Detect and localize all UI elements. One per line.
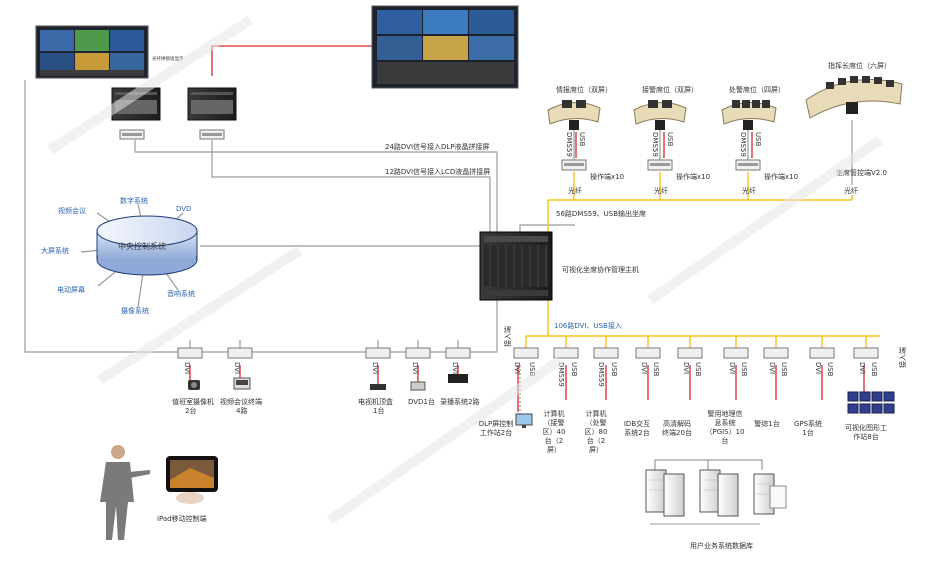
host-label: 可视化坐席协作管理主机 — [562, 265, 639, 274]
right-switches — [513, 347, 879, 359]
graphics-workstation-icons — [847, 391, 895, 414]
svg-text:USB: USB — [652, 362, 660, 377]
lcd-link-label: 12路DVI信号接入LCD液晶拼接屏 — [385, 167, 490, 176]
vc-terminal-icon — [233, 377, 251, 390]
ipad-icon — [166, 456, 218, 504]
device-camera-1: 值班室摄像机 — [172, 397, 214, 406]
fiber-label-2: 光纤 — [654, 186, 668, 195]
spoke-big-screen: 大屏系统 — [41, 246, 69, 255]
spoke-dvd: DVD — [176, 205, 191, 213]
seat-desk-intel — [547, 100, 601, 130]
seat-switch-2 — [647, 159, 673, 171]
seat-switch-3 — [735, 159, 761, 171]
ops-label-4: 坐席管控端V2.0 — [836, 168, 887, 177]
dlp-workstation-icon — [515, 413, 533, 428]
spoke-camera: 摄像系统 — [121, 306, 149, 315]
fiber-label-3: 光纤 — [742, 186, 756, 195]
svg-text:DVI: DVI — [513, 362, 521, 374]
dlp-video-wall — [371, 5, 519, 89]
spoke-digital: 数字系统 — [120, 196, 148, 205]
lcd-video-wall — [35, 25, 149, 79]
input-end-label-right: 接入端 — [898, 347, 907, 368]
seat-switch-1 — [561, 159, 587, 171]
device-stb-2: 1台 — [373, 406, 384, 415]
seat3-usb-label: USB — [754, 132, 762, 147]
svg-text:USB: USB — [610, 362, 618, 377]
settop-box-icon — [370, 384, 386, 390]
svg-text:USB: USB — [740, 362, 748, 377]
ipad-label: iPad移动控制端 — [157, 514, 207, 523]
seat2-usb-label: USB — [666, 132, 674, 147]
seat-label-dispatch: 处警席位（四屏） — [729, 85, 785, 94]
svg-text:DVI: DVI — [451, 362, 459, 374]
seat-bus-label: 56路DMS59、USB输出坐席 — [556, 209, 646, 218]
seat-label-receive: 接警席位（双屏） — [642, 85, 698, 94]
svg-text:USB: USB — [570, 362, 578, 377]
svg-text:DMS59: DMS59 — [557, 362, 565, 387]
ops-label-2: 操作端x10 — [676, 172, 710, 181]
host-rack — [479, 231, 553, 301]
svg-text:DVI: DVI — [183, 362, 191, 374]
central-control-hub — [96, 215, 198, 276]
svg-text:DVI: DVI — [728, 362, 736, 374]
svg-text:USB: USB — [694, 362, 702, 377]
seat-desk-commander — [805, 76, 903, 119]
database-label: 用户业务系统数据库 — [690, 541, 753, 550]
watermark — [47, 15, 883, 525]
device-vc-2: 4路 — [236, 406, 247, 415]
fiber-label-1: 光纤 — [568, 186, 582, 195]
device-recorder: 录播系统2路 — [440, 397, 479, 406]
svg-text:DVI: DVI — [233, 362, 241, 374]
left-dvi-labels: DVI DVI DVI DVI DVI — [183, 362, 459, 374]
splice-processor-2 — [187, 87, 237, 140]
svg-text:DVI: DVI — [640, 362, 648, 374]
seat-desk-dispatch — [721, 100, 777, 130]
device-camera-2: 2台 — [185, 406, 196, 415]
camera-icon — [188, 380, 200, 390]
device-stb-1: 电视机顶盒 — [358, 397, 393, 406]
svg-text:DMS59: DMS59 — [597, 362, 605, 387]
wall-note: 光纤拼接墙显示 — [152, 55, 184, 62]
recorder-icon — [448, 374, 468, 383]
input-bus-label: 106路DVI、USB接入 — [554, 321, 622, 330]
seat3-dms-label: DMS59 — [739, 132, 747, 157]
dvd-icon — [410, 381, 426, 391]
svg-text:DVI: DVI — [768, 362, 776, 374]
svg-text:USB: USB — [826, 362, 834, 377]
spoke-video-conf: 视频会议 — [58, 206, 86, 215]
dlp-link-label: 24路DVI信号接入DLP液晶拼接屏 — [385, 142, 490, 151]
svg-text:DVI: DVI — [814, 362, 822, 374]
seat1-usb-label: USB — [578, 132, 586, 147]
seat1-dms-label: DMS59 — [565, 132, 573, 157]
device-dvd: DVD1台 — [408, 397, 435, 406]
input-end-label-left: 接入端 — [503, 326, 512, 347]
svg-text:DVI: DVI — [371, 362, 379, 374]
fiber-links — [525, 172, 880, 348]
ops-label-1: 操作端x10 — [590, 172, 624, 181]
seat-desk-receive — [633, 100, 687, 130]
svg-text:USB: USB — [870, 362, 878, 377]
fiber-label-4: 光纤 — [844, 186, 858, 195]
device-vc-1: 视频会议终端 — [220, 397, 262, 406]
seat-label-commander: 指挥长席位（六屏） — [828, 61, 891, 70]
ops-label-3: 操作端x10 — [764, 172, 798, 181]
central-label: 中央控制系统 — [118, 241, 166, 251]
seat-label-intel: 情报席位（双屏） — [556, 85, 612, 94]
svg-text:DVI: DVI — [411, 362, 419, 374]
seat2-dms-label: DMS59 — [651, 132, 659, 157]
person-figure — [100, 445, 150, 540]
svg-text:DVI: DVI — [682, 362, 690, 374]
svg-text:DVI: DVI — [858, 362, 866, 374]
svg-text:USB: USB — [528, 362, 536, 377]
right-port-labels: DVI USB DMS59 USB DMS59 USB DVI USB DVI … — [513, 362, 878, 387]
spoke-electric-screen: 电动屏幕 — [57, 285, 85, 294]
db-servers — [645, 469, 787, 525]
svg-text:USB: USB — [780, 362, 788, 377]
spoke-audio: 音响系统 — [167, 289, 195, 298]
left-switches — [177, 347, 471, 359]
